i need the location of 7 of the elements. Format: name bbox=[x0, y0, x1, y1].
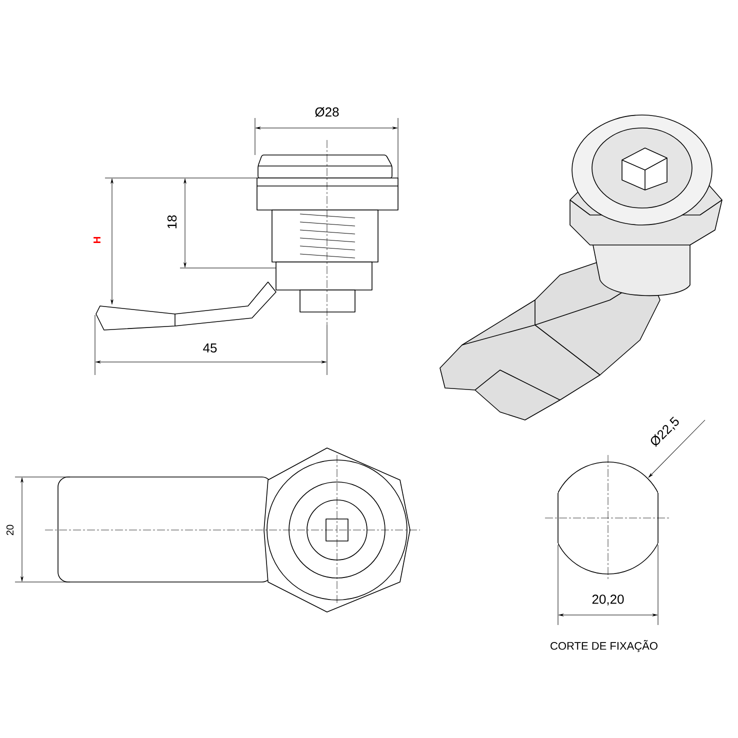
dimension-text: H bbox=[94, 237, 100, 243]
dimension-text: 20 bbox=[6, 524, 14, 536]
dimension-text: 18 bbox=[167, 215, 177, 228]
dimension-text: Ø28 bbox=[315, 107, 339, 117]
dimension-text: 20,20 bbox=[592, 594, 624, 606]
dimension-text: 45 bbox=[203, 343, 217, 353]
dimension-text: CORTE DE FIXAÇÃO bbox=[550, 640, 658, 652]
